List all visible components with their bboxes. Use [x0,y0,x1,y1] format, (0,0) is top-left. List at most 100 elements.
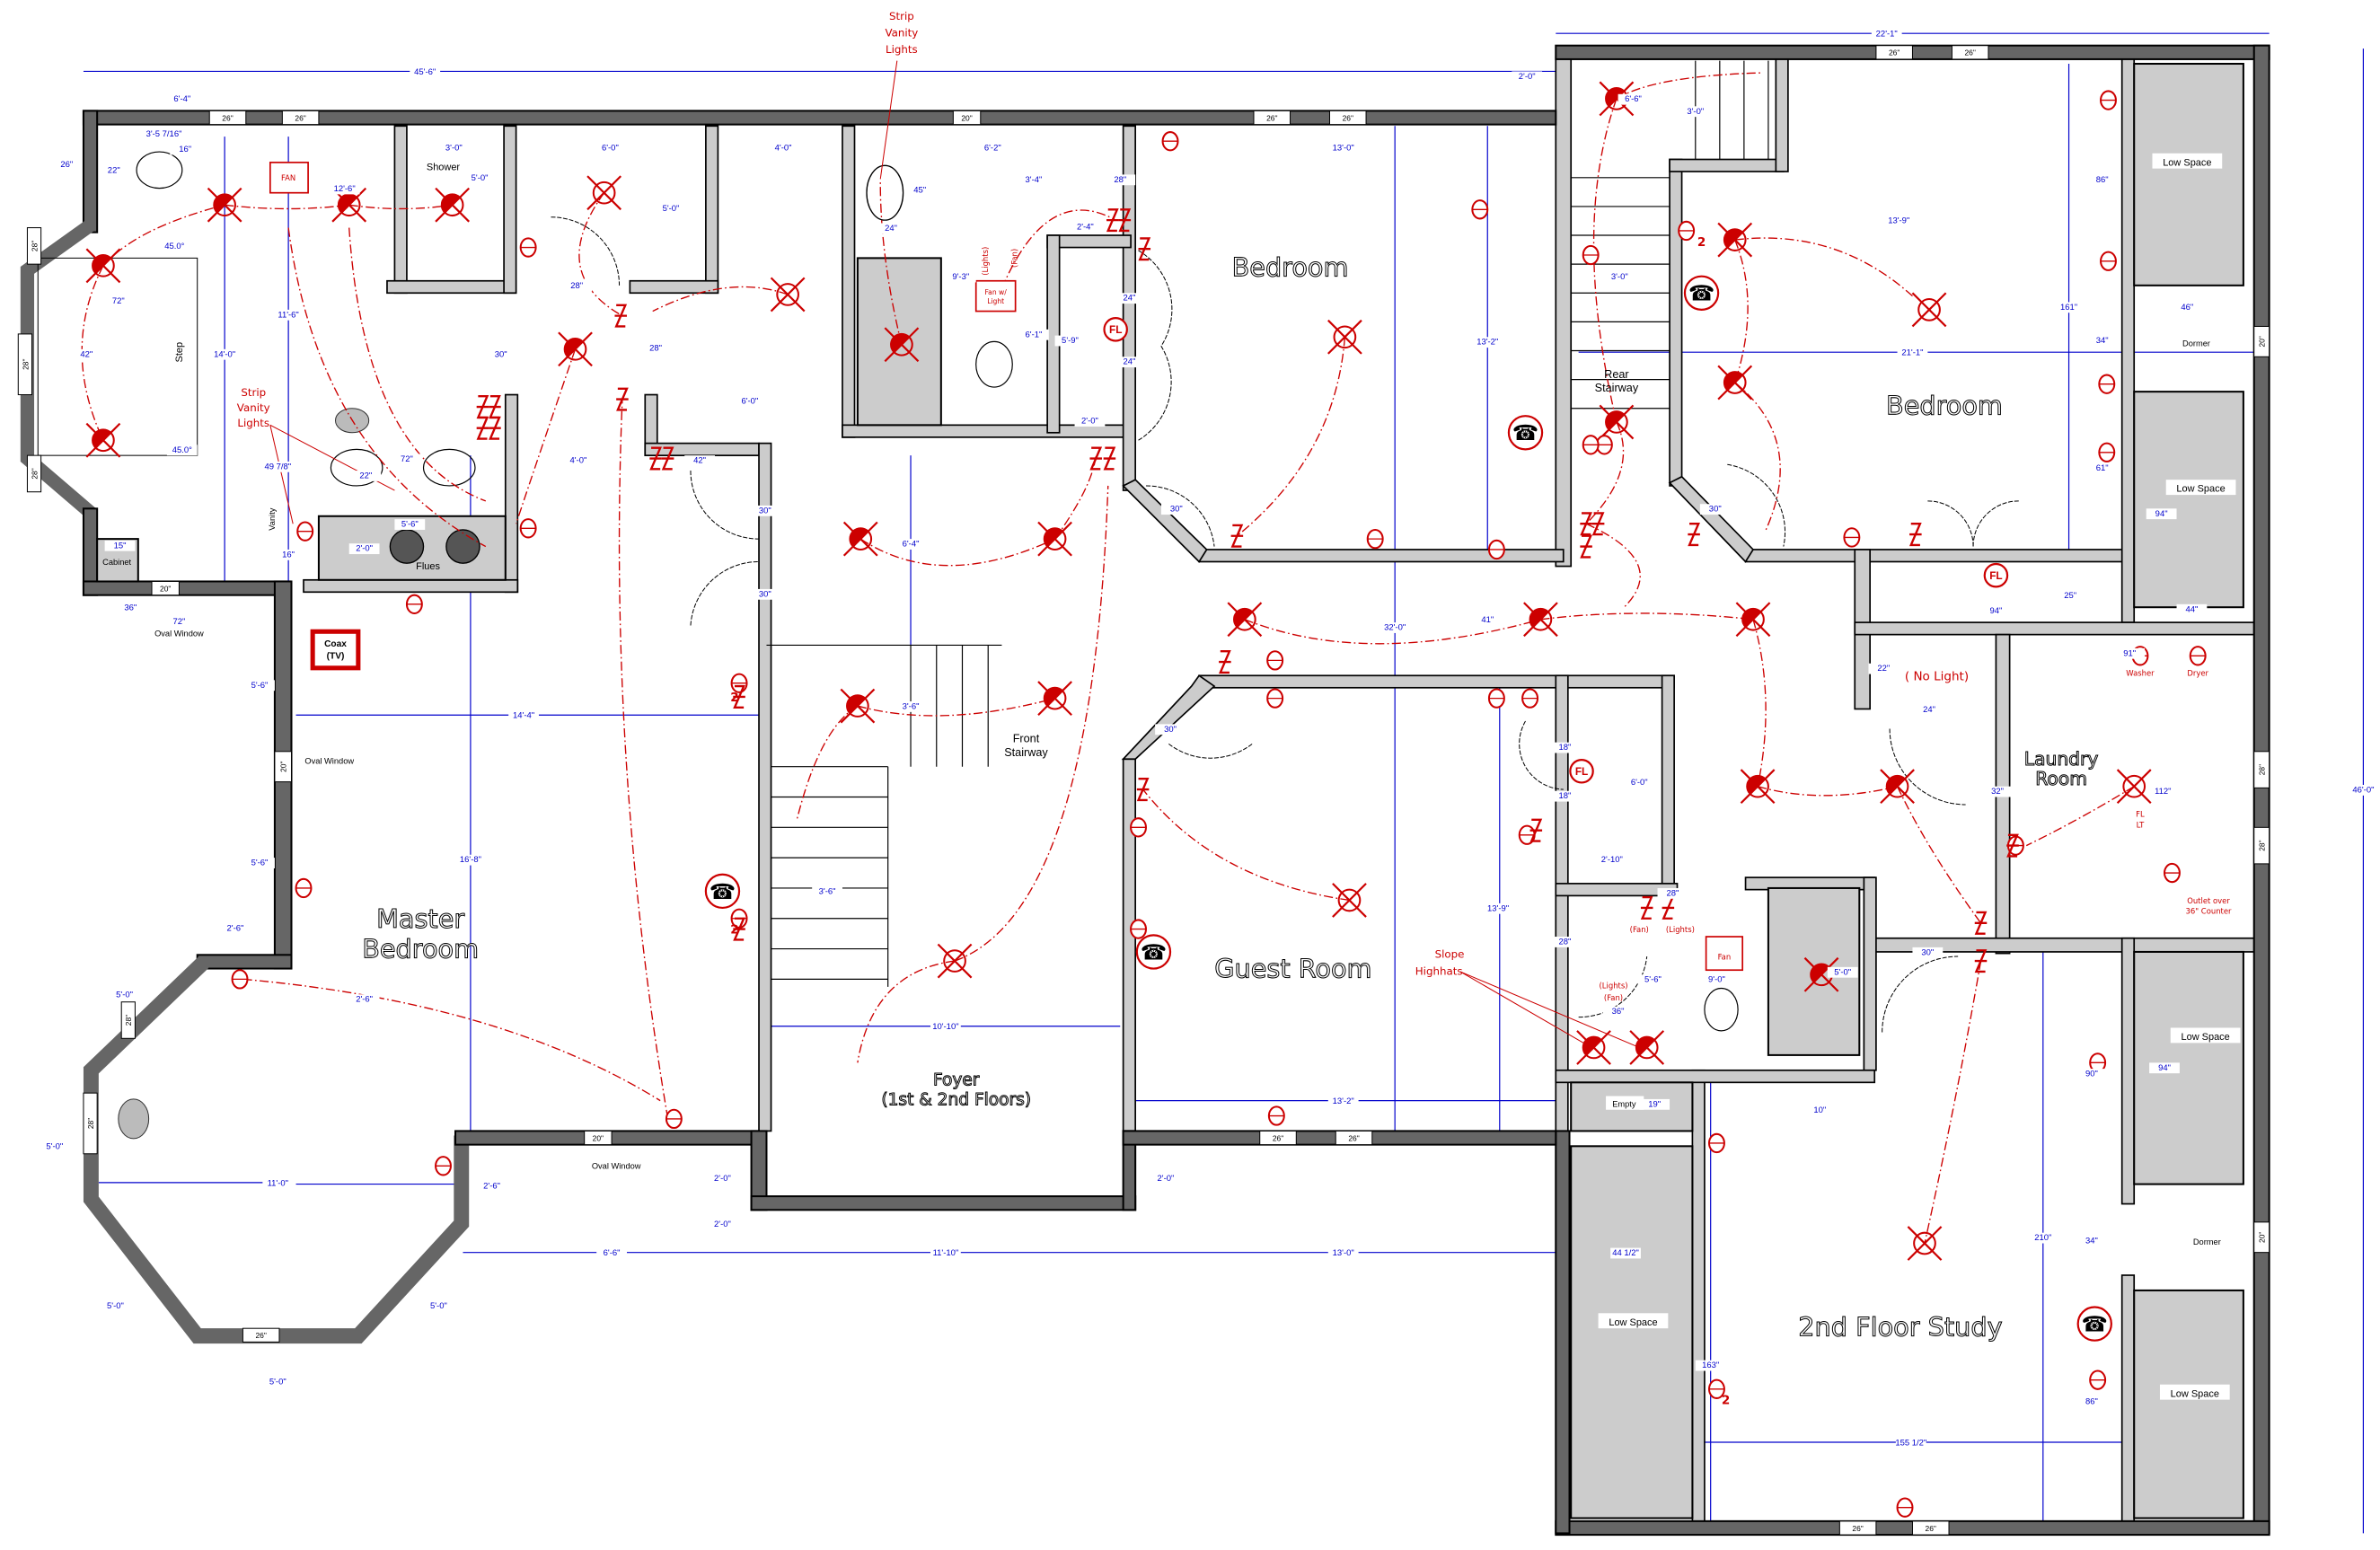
dimension-label: 25" [2064,591,2076,601]
dimension-label: 10'-10" [932,1022,958,1032]
fan-light-label-1: Fan w/ [985,288,1008,296]
dimension-label: 24" [1923,705,1935,715]
window [1259,1130,1297,1146]
ceiling-light-icon [1327,319,1362,355]
dimension-label-bg [749,588,780,600]
dimension-label: 13'-0" [1333,143,1354,153]
switch-icon [1529,818,1543,842]
dimension-label: 30" [1164,725,1177,735]
recessed-light-icon [85,422,121,458]
dimension-label: 72" [112,296,125,306]
window [1911,1520,1950,1536]
switch-icon [733,684,745,709]
dimension-label: 16'-8" [460,855,481,865]
circuit-number: 2 [730,691,738,705]
dimension-label-bg [2172,302,2203,313]
window [584,1130,613,1146]
dimension-label-bg [1637,974,1669,986]
outlet-icon [1266,688,1284,709]
window-size-label: 28" [86,1118,95,1129]
room-laundry-1: Laundry [2024,748,2099,770]
dimension-label-bg [1074,416,1106,427]
ceiling-light-icon [1332,883,1367,918]
outlet-icon [665,1108,683,1130]
dimension-label-bg [244,680,275,691]
svg-text:☎: ☎ [1512,420,1538,445]
recessed-light-icon [1037,681,1072,717]
window-size-label: 26" [1926,1524,1936,1533]
dimension-label-bg [1827,966,1858,978]
dimension-label: 13'-9" [1888,216,1909,226]
dimension-label: 9'-3" [952,272,969,282]
dimension-label: 14'-0" [214,349,235,359]
dimension-label-bg [1699,504,1731,515]
dimension-label-bg [348,543,380,555]
dimension-label: 6'-1" [1026,330,1043,339]
dimension-label: 22" [108,166,120,176]
window-size-label: 26" [1964,48,1975,57]
coax-box: Coax (TV) [310,629,361,671]
outlet-counter-note-2: 36" Counter [2186,907,2233,916]
dimension-label-bg [977,142,1009,154]
dimension-label: 5'-6" [1644,975,1662,985]
window [151,580,180,596]
dimension-label-bg [1327,1247,1359,1259]
window-size-label: 26" [1889,48,1900,57]
room-master-bedroom-1: Master [376,903,464,934]
outlet-icon [2089,1052,2107,1073]
strip-vanity-note-1: Strip [241,386,266,399]
dimension-label: 91" [2123,648,2136,658]
slope-highhats-note-2: Highhats [1415,964,1463,977]
dimension-label-bg [1327,142,1359,154]
fan-light-box: Fan w/ Light [974,279,1017,313]
dormer-label: Dormer [2182,339,2210,348]
dimension-label: 2'-0" [1158,1174,1175,1184]
dimension-label-bg [876,223,906,234]
window-size-label: 20" [2258,1232,2267,1243]
dimension-label: 30" [495,349,507,359]
switch-icon [661,446,674,471]
phone-jack-icon: ☎ [1507,415,1544,451]
dimension-label-bg [1549,790,1581,802]
dimension-label-bg [423,1300,454,1312]
ceiling-light-icon [937,943,973,979]
outlet-icon [1582,244,1600,266]
dimension-label: 44" [2185,604,2198,614]
dimension-label: 2'-6" [356,995,373,1005]
room-study: 2nd Floor Study [1798,1312,2002,1343]
dimension-label-bg [1657,887,1688,899]
switch-icon [1219,650,1231,674]
dimension-label-bg [1114,293,1145,304]
dimension-label-bg [1868,663,1900,674]
washer-label: Washer [2126,668,2155,677]
ceiling-light-icon [770,277,806,313]
dimension-label: 36" [1612,1007,1625,1017]
dimension-label-bg [640,343,672,354]
dimension-label-bg [1883,216,1915,226]
outlet-icon [2089,1369,2107,1390]
dimension-label-bg [595,142,626,154]
dryer-label: Dryer [2187,668,2208,677]
front-stairway-1: Front [1013,733,1040,745]
dimension-label: 2'-0" [356,544,373,554]
dimension-label: 6'-4" [173,94,190,104]
fl-label: FL [1575,765,1588,778]
dimension-label-bg [438,142,470,154]
dimension-label: 30" [1921,947,1934,957]
dimension-label-bg [2076,1396,2107,1408]
dimension-label: 3'-0" [1687,107,1704,117]
switch-icon [1103,446,1116,471]
phone-jack-icon: ☎ [704,873,741,910]
outlet-icon [1161,131,1179,152]
dimension-label: 16" [179,145,191,154]
recessed-light-icon [1717,222,1753,258]
room-bedroom-top: Bedroom [1232,252,1349,283]
dimension-label-bg [1618,93,1649,105]
window-size-label: 28" [124,1015,133,1026]
window [120,1001,136,1039]
dimension-label-bg [329,183,360,195]
dimension-label: 6'-0" [602,143,619,153]
dimension-label-bg [2055,590,2086,602]
